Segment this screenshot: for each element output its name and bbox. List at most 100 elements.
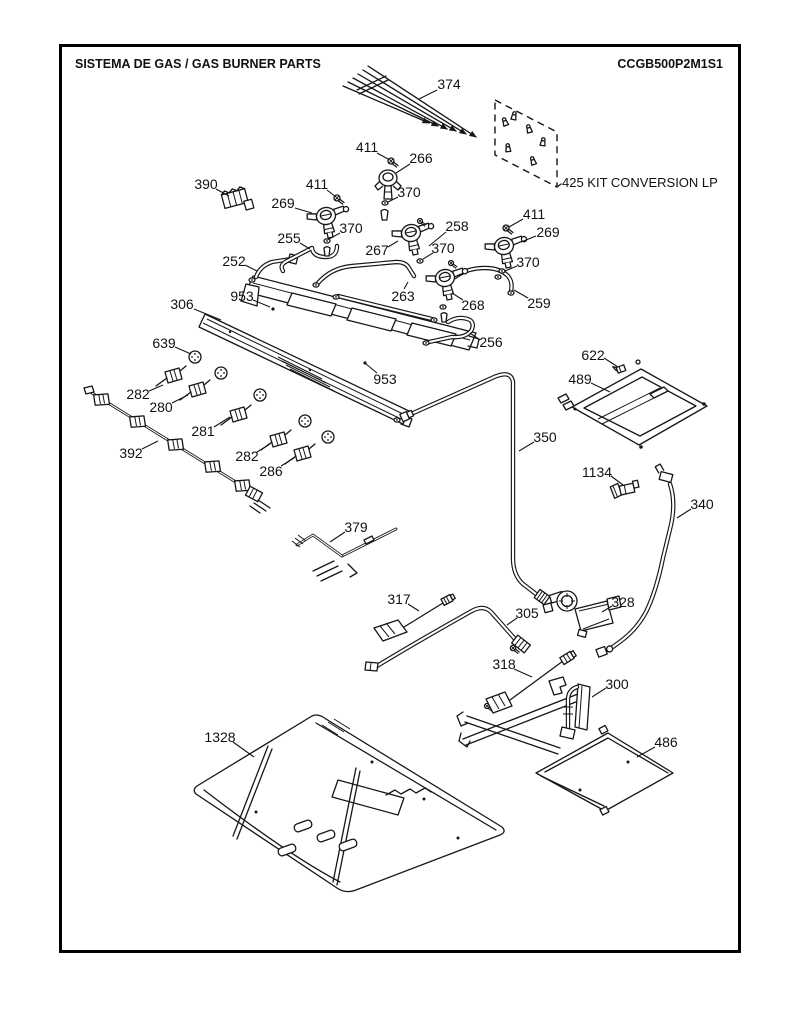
leader-line-411	[508, 218, 524, 228]
leader-line-622	[603, 357, 619, 368]
leader-line-252	[244, 264, 258, 272]
leader-line-280	[171, 394, 189, 404]
leader-line-305	[506, 617, 518, 626]
part-label-411: 411	[306, 176, 329, 192]
grommet	[214, 366, 228, 380]
part-label-340: 340	[690, 496, 714, 512]
part-label-953: 953	[373, 371, 397, 387]
orifice-370b	[323, 238, 331, 244]
leader-line-370	[504, 265, 518, 272]
leader-line-411	[376, 152, 389, 160]
leader-line-269	[294, 207, 313, 214]
part-label-318: 318	[492, 656, 516, 672]
conversion-kit-label: 425 KIT CONVERSION LP	[562, 175, 718, 190]
burner-valve-266	[374, 169, 402, 200]
part-label-1134: 1134	[582, 464, 612, 480]
leader-line-350	[518, 441, 535, 452]
leader-line-281	[213, 416, 231, 428]
wire-harness-392	[83, 385, 271, 514]
part-label-489: 489	[568, 371, 592, 387]
model-number: CCGB500P2M1S1	[617, 57, 723, 71]
part-label-286: 286	[259, 463, 283, 479]
orifice-370c	[416, 258, 424, 264]
leader-line-370	[422, 252, 434, 260]
part-label-370: 370	[431, 240, 455, 256]
part-label-370: 370	[397, 184, 421, 200]
leader-lines-layer	[141, 89, 692, 758]
leader-line-282	[256, 443, 271, 453]
screw-small	[447, 259, 458, 269]
orifice-370	[381, 200, 389, 206]
part-label-379: 379	[344, 519, 368, 535]
page-title: SISTEMA DE GAS / GAS BURNER PARTS	[75, 57, 321, 71]
leader-line-306	[193, 308, 222, 321]
gas-pipe-340	[595, 463, 676, 658]
page-border	[59, 44, 741, 953]
leader-line-390	[215, 188, 230, 197]
part-label-259: 259	[527, 295, 551, 311]
leader-line-259	[513, 289, 529, 299]
shield-panel-486	[535, 724, 674, 816]
screw-411	[387, 157, 399, 168]
leader-line-639	[174, 346, 192, 355]
part-label-263: 263	[391, 288, 415, 304]
lp-conversion-kit: 425 KIT CONVERSION LP	[494, 99, 718, 190]
electrode-281	[220, 404, 252, 426]
leader-line-953	[365, 363, 378, 374]
part-label-252: 252	[222, 253, 246, 269]
part-label-1328: 1328	[204, 729, 235, 745]
gas-tube-256	[422, 315, 475, 346]
leader-line-1134	[610, 475, 624, 486]
electrode-282	[155, 365, 187, 387]
part-label-622: 622	[581, 347, 605, 363]
leader-line-392	[141, 440, 159, 450]
part-label-266: 266	[409, 150, 433, 166]
leader-line-258	[428, 231, 447, 247]
part-label-639: 639	[152, 335, 176, 351]
part-label-370: 370	[339, 220, 363, 236]
part-label-282: 282	[235, 448, 259, 464]
orifice-370d	[498, 268, 506, 274]
part-label-411: 411	[356, 139, 379, 155]
part-label-282: 282	[126, 386, 150, 402]
bottom-panel-1328	[193, 714, 505, 893]
part-label-350: 350	[533, 429, 557, 445]
connector-390	[220, 186, 255, 211]
part-label-953: 953	[230, 288, 254, 304]
fitting-1134	[609, 479, 640, 499]
part-label-268: 268	[461, 297, 485, 313]
leader-line-300	[591, 687, 607, 698]
part-label-256: 256	[479, 334, 503, 350]
leader-line-374	[418, 89, 438, 100]
leader-line-317	[407, 603, 420, 612]
support-rail-306	[198, 313, 413, 428]
leader-line-953	[252, 299, 271, 308]
part-label-281: 281	[191, 423, 215, 439]
part-label-328: 328	[611, 594, 635, 610]
grommet	[253, 388, 267, 402]
part-label-280: 280	[149, 399, 173, 415]
leader-line-269	[520, 235, 537, 243]
leader-line-282	[148, 384, 164, 392]
clip-622	[612, 364, 627, 374]
part-label-306: 306	[170, 296, 194, 312]
part-label-305: 305	[515, 605, 539, 621]
leader-line-328	[601, 605, 613, 613]
leader-line-370	[328, 232, 341, 240]
gas-hose-305	[364, 605, 532, 672]
leader-line-268	[451, 292, 464, 301]
shutoff-bracket-300	[548, 676, 591, 740]
regulator-328	[542, 590, 622, 639]
leader-line-267	[387, 240, 399, 248]
part-label-269: 269	[271, 195, 295, 211]
screw-411c	[502, 224, 514, 235]
support-bars	[456, 691, 587, 755]
leader-line-255	[299, 242, 311, 250]
orifice-370e	[439, 304, 447, 310]
part-label-317: 317	[387, 591, 411, 607]
part-label-258: 258	[445, 218, 469, 234]
leader-line-256	[469, 332, 481, 341]
